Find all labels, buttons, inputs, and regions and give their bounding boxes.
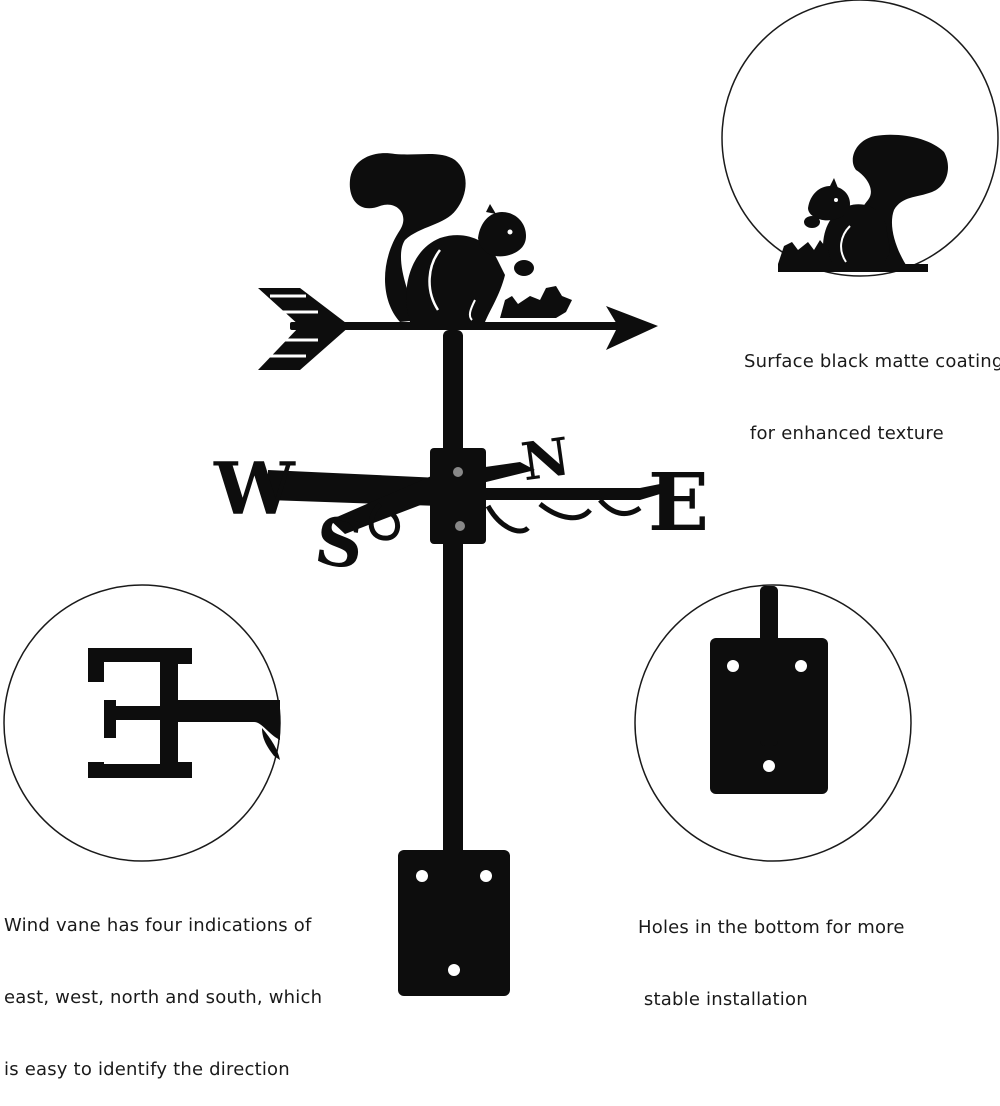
- letter-e-detail-icon: [88, 648, 280, 778]
- detail-circle-letter: [3, 584, 281, 862]
- compass-letter-east: E: [648, 455, 709, 549]
- weathervane: [258, 153, 660, 996]
- arrow-head-icon: [606, 306, 658, 350]
- squirrel-icon: [349, 153, 572, 322]
- caption-directions: Wind vane has four indications of east, …: [4, 866, 322, 1106]
- caption-holes-line-2: stable installation: [638, 989, 808, 1010]
- caption-holes-line-1: Holes in the bottom for more: [638, 917, 905, 938]
- caption-directions-line-2: east, west, north and south, which: [4, 987, 323, 1008]
- compass-letter-north: N: [518, 426, 574, 493]
- center-hub: [430, 448, 486, 544]
- caption-coating-line-2: for enhanced texture: [744, 423, 944, 444]
- detail-circle-plate: [634, 584, 912, 862]
- caption-directions-line-3: is easy to identify the direction: [4, 1059, 290, 1080]
- compass-letter-west: W: [213, 446, 296, 531]
- squirrel-detail-icon: [778, 134, 948, 272]
- compass-letter-south: S: [310, 501, 368, 585]
- vane-pole: [443, 330, 463, 870]
- plate-detail-icon: [710, 586, 828, 794]
- caption-holes: Holes in the bottom for more stable inst…: [638, 868, 905, 1036]
- caption-coating-line-1: Surface black matte coating: [744, 351, 1000, 372]
- weathervane-illustration: W E N S: [3, 0, 999, 996]
- caption-coating: Surface black matte coating for enhanced…: [744, 302, 1000, 470]
- caption-directions-line-1: Wind vane has four indications of: [4, 915, 312, 936]
- arrow-tail-icon: [258, 288, 350, 370]
- arrow-shaft: [290, 322, 620, 330]
- mounting-plate: [398, 850, 510, 996]
- detail-circle-squirrel: [721, 0, 999, 277]
